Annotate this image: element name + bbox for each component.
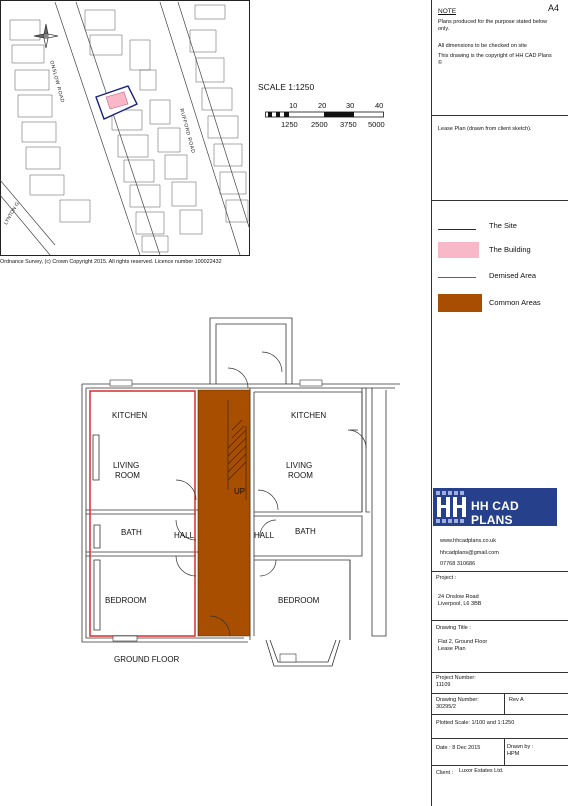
- revision: Rev A: [509, 697, 524, 703]
- company-logo: HH CAD PLANS: [433, 488, 557, 527]
- drawing-number: 30295/2: [436, 704, 456, 710]
- legend-swatch-site: [438, 229, 476, 230]
- stairs: [227, 400, 247, 500]
- scale-tick-10: 10: [289, 101, 298, 110]
- divider: [431, 693, 568, 694]
- note-line-2: All dimensions to be checked on site: [438, 43, 527, 49]
- plan-type: Lease Plan (drawn from client sketch).: [438, 126, 532, 132]
- logo-text: HH CAD PLANS: [471, 499, 519, 527]
- note-heading: NOTE: [438, 8, 457, 15]
- note-line-3: This drawing is the copyright of HH CAD …: [438, 53, 552, 66]
- sheet-size: A4: [548, 3, 560, 13]
- scale-bar: [265, 111, 384, 118]
- left-living-label-2: ROOM: [115, 471, 140, 480]
- divider: [431, 672, 568, 673]
- scale-tick-20: 20: [318, 101, 327, 110]
- map-copyright: Ordnance Survey, (c) Crown Copyright 201…: [0, 259, 222, 265]
- drawn-by: HPM: [507, 751, 520, 757]
- floor-caption: GROUND FLOOR: [114, 655, 180, 664]
- legend-swatch-common: [438, 294, 482, 312]
- north-arrow-icon: [33, 23, 59, 49]
- project-line-2: Liverpool, L6 3BB: [438, 601, 482, 607]
- left-hall-label: HALL: [174, 531, 195, 540]
- scale-bottom-5000: 5000: [368, 120, 385, 129]
- divider: [431, 200, 568, 201]
- note-line-1: Plans produced for the purpose stated be…: [438, 19, 548, 32]
- divider: [431, 714, 568, 715]
- project-number-label: Project Number:: [436, 675, 476, 681]
- project-line-1: 24 Onslow Road: [438, 594, 479, 600]
- divider: [431, 571, 568, 572]
- logo-hh-icon: [436, 491, 466, 523]
- plotted-scale: Plotted Scale: 1/100 and 1:1250: [436, 720, 515, 726]
- scale-tick-40: 40: [375, 101, 384, 110]
- divider: [431, 738, 568, 739]
- right-living-label-1: LIVING: [286, 461, 313, 470]
- legend-label-building: The Building: [489, 245, 531, 254]
- stair-up-label: UP: [234, 487, 246, 496]
- left-kitchen-label: KITCHEN: [112, 411, 148, 420]
- drawing-title-line-1: Flat 2, Ground Floor: [438, 639, 488, 645]
- drawing-number-label: Drawing Number:: [436, 697, 479, 703]
- drawing-title-label: Drawing Title :: [436, 625, 471, 631]
- left-living-label-1: LIVING: [113, 461, 140, 470]
- left-bedroom-label: BEDROOM: [105, 596, 147, 605]
- scale-title: SCALE 1:1250: [258, 82, 315, 92]
- drawing-title-line-2: Lease Plan: [438, 646, 466, 652]
- legend-swatch-building: [438, 242, 479, 258]
- common-area: [197, 389, 251, 637]
- left-bath-label: BATH: [121, 528, 142, 537]
- title-block-left-border: [431, 0, 432, 806]
- company-phone: 07768 310686: [440, 561, 476, 567]
- building-footprint: [105, 91, 129, 110]
- right-bedroom-label: BEDROOM: [278, 596, 320, 605]
- scale-bottom-3750: 3750: [340, 120, 357, 129]
- date: Date : 8 Dec 2015: [436, 745, 481, 751]
- scale-bottom-1250: 1250: [281, 120, 298, 129]
- right-bath-label: BATH: [295, 527, 316, 536]
- legend-swatch-demised: [438, 277, 476, 278]
- right-hall-label: HALL: [254, 531, 275, 540]
- legend-label-common: Common Areas: [489, 298, 541, 307]
- floor-plan: [81, 317, 400, 667]
- project-number: 11109: [436, 682, 451, 688]
- location-map: [0, 0, 250, 256]
- company-email: hhcadplans@gmail.com: [440, 550, 499, 556]
- right-living-label-2: ROOM: [288, 471, 313, 480]
- project-label: Project :: [436, 575, 457, 581]
- company-website: www.hhcadplans.co.uk: [440, 538, 496, 544]
- divider: [431, 115, 568, 116]
- client-label: Client :: [436, 770, 454, 776]
- divider: [431, 765, 568, 766]
- legend-label-demised: Demised Area: [489, 271, 537, 280]
- scale-bottom-2500: 2500: [311, 120, 328, 129]
- right-kitchen-label: KITCHEN: [291, 411, 327, 420]
- legend-label-site: The Site: [489, 221, 517, 230]
- client: Luxor Estates Ltd.: [459, 768, 504, 774]
- demised-area: [89, 390, 196, 637]
- drawn-by-label: Drawn by :: [507, 744, 534, 750]
- divider: [504, 738, 505, 765]
- divider: [431, 620, 568, 621]
- divider: [504, 693, 505, 714]
- scale-tick-30: 30: [346, 101, 355, 110]
